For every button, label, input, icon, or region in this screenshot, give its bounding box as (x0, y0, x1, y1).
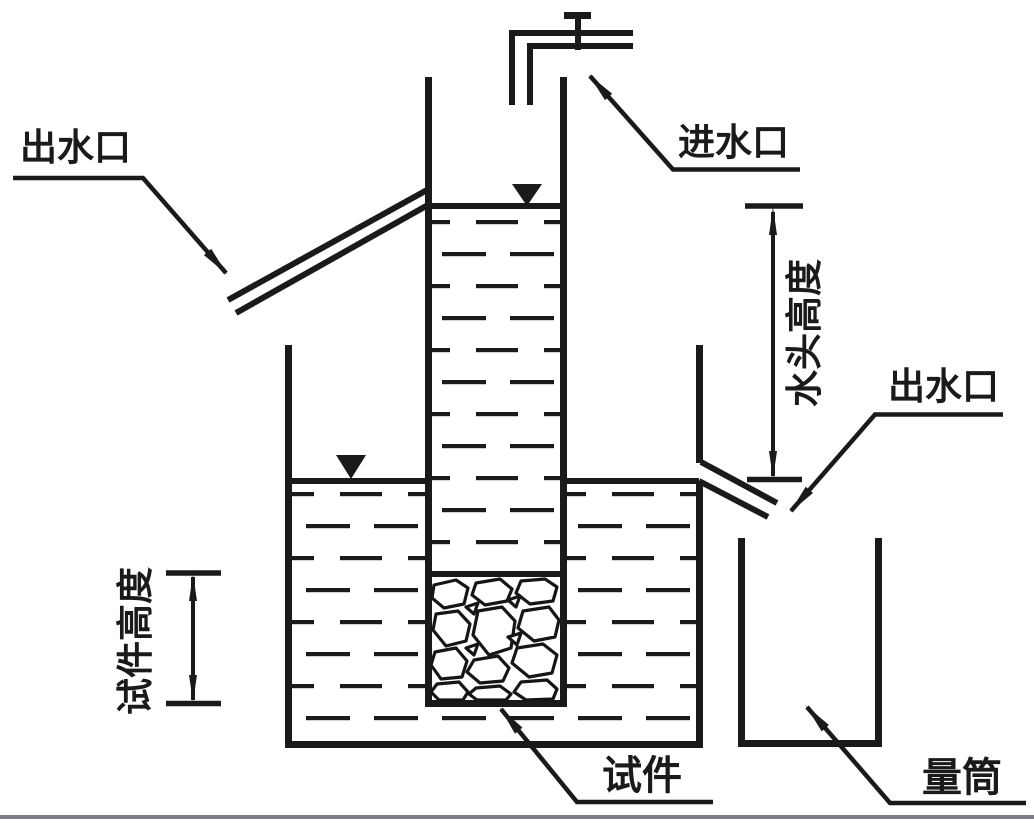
outlet-right-label: 出水口 (888, 366, 999, 407)
leader-outlet-right (789, 412, 1003, 513)
measuring-cylinder-label: 量筒 (922, 756, 1002, 800)
specimen-height-dimension: 试件高度 (115, 567, 221, 715)
outlet-pipe-lower-line (234, 202, 429, 316)
leader-lines (13, 74, 1026, 806)
inlet-label: 进水口 (678, 122, 789, 163)
leader-inlet (588, 74, 800, 172)
leader-outlet-top-left (13, 175, 228, 275)
inlet-pipe (509, 12, 633, 105)
standpipe-water (432, 210, 560, 574)
inlet-pipe-inner-line (527, 43, 633, 105)
measuring-cylinder (738, 538, 882, 747)
leader-specimen (499, 707, 713, 805)
head-height-label: 水头高度 (784, 259, 825, 407)
dim-arrow-up-icon (769, 207, 777, 235)
footer-rule (0, 815, 1034, 819)
inlet-pipe-outer-line (509, 30, 633, 105)
outer-tank (285, 345, 779, 748)
dim-arrow-up-icon (189, 574, 197, 601)
overflow-outlet-pipe (226, 187, 429, 316)
tank-water-right (567, 484, 697, 742)
water-hatch (292, 210, 697, 742)
water-level-marker-icon (512, 184, 542, 206)
spout-upper-line (699, 459, 779, 506)
tank-water-left (292, 484, 425, 742)
outlet-pipe-upper-line (226, 187, 429, 303)
tank-spout (697, 459, 779, 520)
specimen-height-label: 试件高度 (115, 567, 156, 715)
specimen-label: 试件 (602, 754, 682, 798)
leader-measuring-cylinder (805, 705, 1026, 806)
tank-water-under-tube (430, 708, 565, 742)
inlet-valve-icon (564, 12, 591, 50)
dim-arrow-down-icon (189, 675, 197, 702)
dim-arrow-down-icon (769, 451, 777, 479)
spout-lower-line (697, 478, 770, 520)
outlet-top-left-label: 出水口 (20, 127, 131, 168)
standpipe (425, 77, 567, 707)
head-height-dimension: 水头高度 (745, 203, 825, 483)
water-level-marker-icon (336, 455, 366, 479)
specimen-gravel (428, 571, 564, 702)
